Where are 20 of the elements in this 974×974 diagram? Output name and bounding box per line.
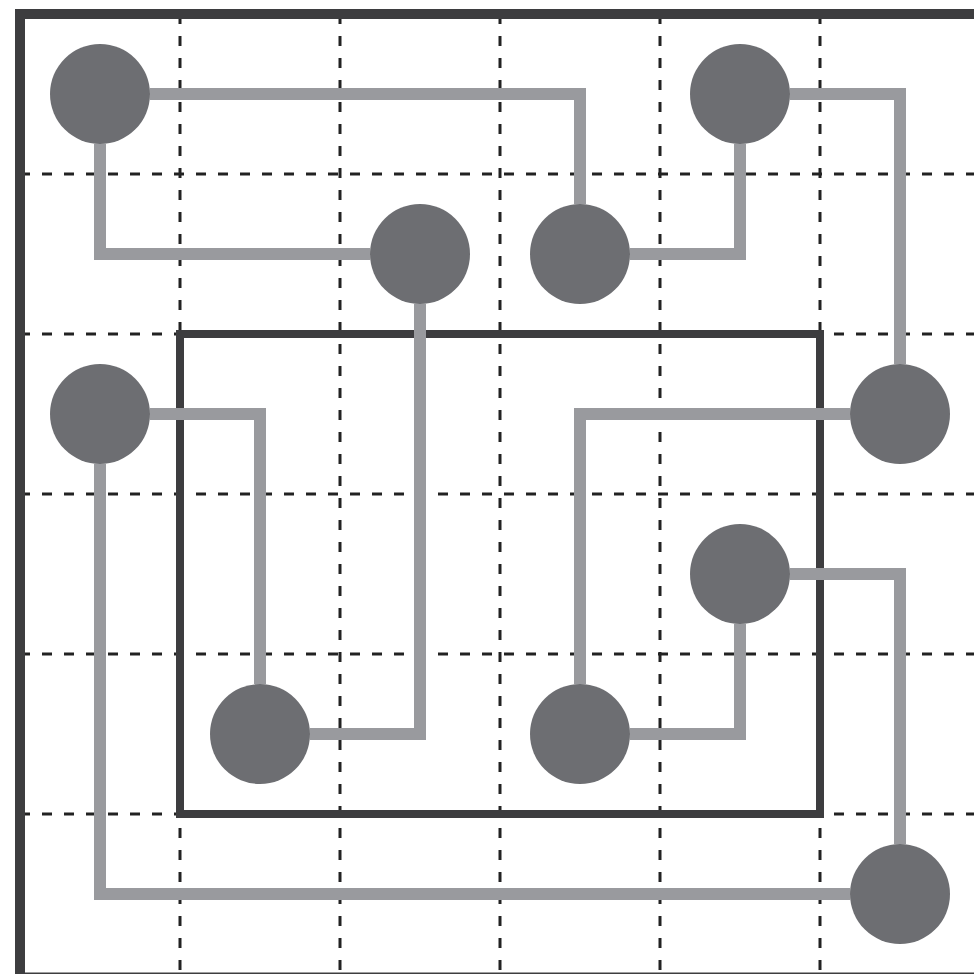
connector-line (630, 144, 746, 260)
circle-node (690, 44, 790, 144)
circle-node (530, 204, 630, 304)
connector-line (310, 304, 426, 740)
circle-node (210, 684, 310, 784)
connector-line (94, 464, 850, 900)
connector-line (94, 144, 370, 260)
circle-node (850, 364, 950, 464)
circle-node (690, 524, 790, 624)
circle-node (50, 364, 150, 464)
connector-line (150, 88, 586, 204)
circle-node (370, 204, 470, 304)
connector-line (790, 568, 906, 844)
circle-node (530, 684, 630, 784)
circle-node (50, 44, 150, 144)
connector-line (790, 88, 906, 364)
connector-line (574, 408, 850, 684)
circle-node (850, 844, 950, 944)
connector-line (150, 408, 266, 684)
connector-line (630, 624, 746, 740)
